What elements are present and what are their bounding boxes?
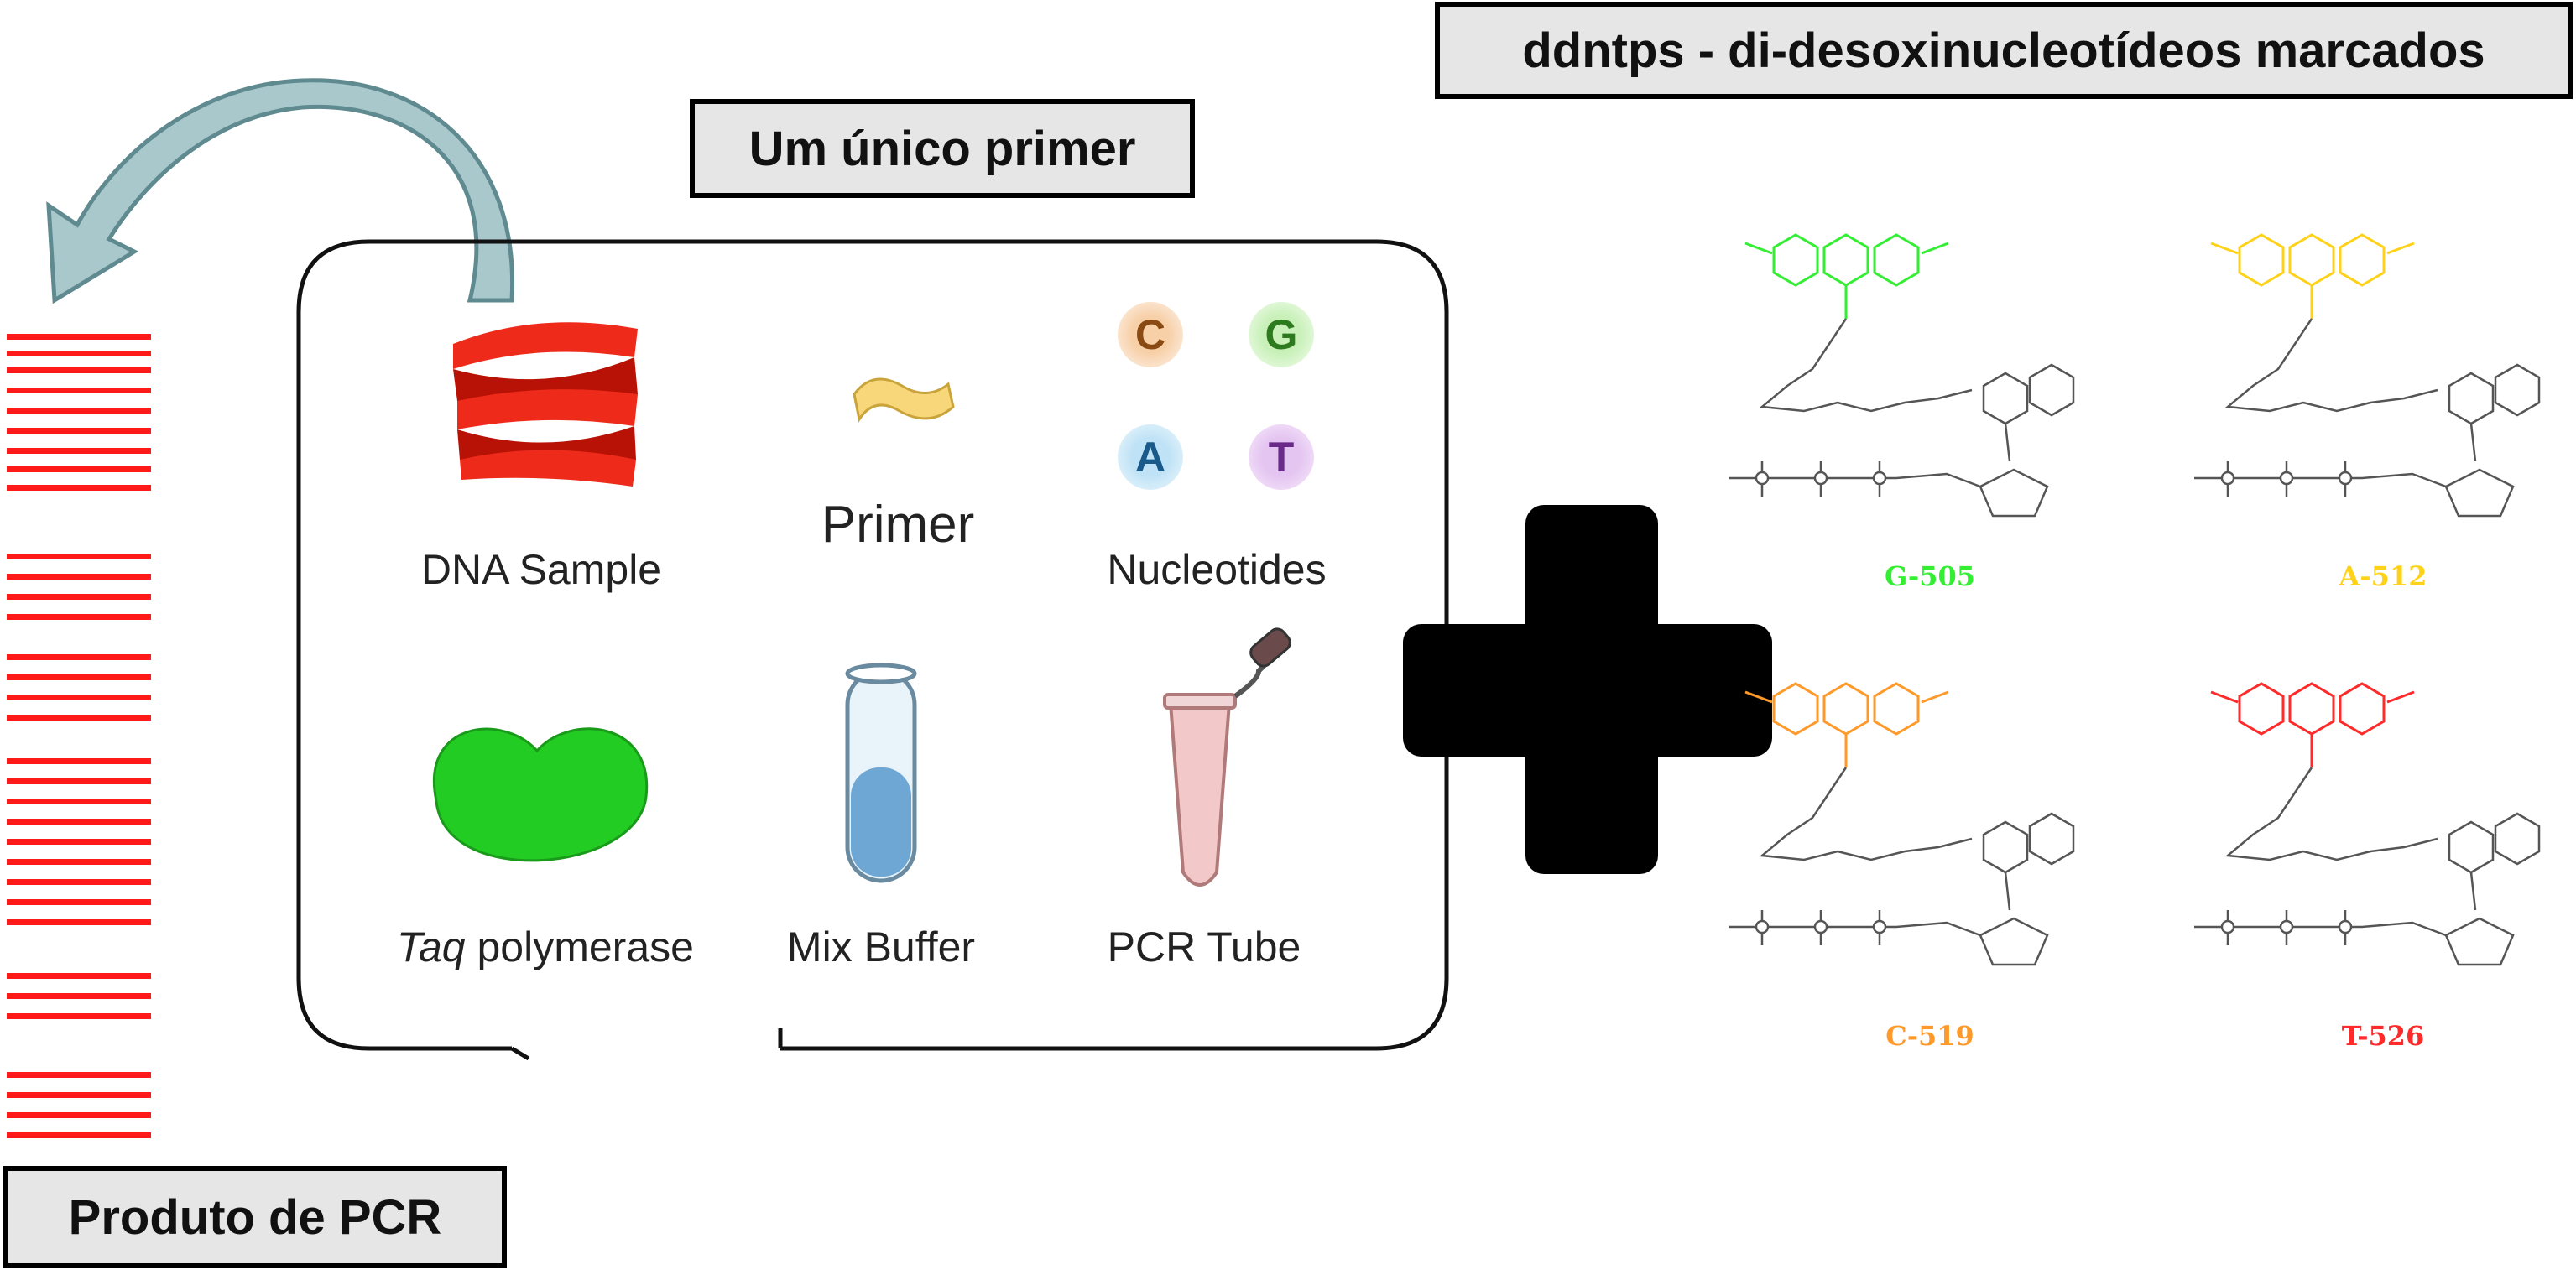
pcr-product-band [7, 778, 151, 784]
pcr-product-band [7, 1112, 151, 1118]
pcr-product-band [7, 367, 151, 373]
reaction-kit-panel [296, 239, 1449, 1061]
dna-sample-icon [453, 322, 638, 487]
pcr-product-band [7, 1132, 151, 1138]
nucleotide-t-letter: T [1268, 434, 1295, 481]
pcr-product-band [7, 919, 151, 925]
pcr-product-box: Produto de PCR [3, 1166, 507, 1268]
ddntp-structure-g-505 [1729, 233, 2075, 518]
primer-icon [853, 377, 955, 423]
pcr-product-band [7, 1013, 151, 1019]
ddntp-structure-t-526 [2194, 682, 2541, 966]
pcr-product-band [7, 408, 151, 414]
pcr-tube-label: PCR Tube [1107, 924, 1301, 970]
dna-sample-label: DNA Sample [420, 546, 662, 593]
pcr-product-band [7, 466, 151, 472]
ddntp-structures [1729, 233, 2541, 966]
nucleotide-c-icon: C [1118, 302, 1183, 367]
pcr-product-band [7, 1092, 151, 1098]
nucleotide-a-letter: A [1134, 434, 1166, 481]
plus-icon [1403, 505, 1772, 874]
pcr-product-band [7, 574, 151, 580]
taq-polymerase-label: Taq polymerase [369, 923, 722, 971]
pcr-product-band [7, 614, 151, 620]
ddntp-structure-c-519 [1729, 682, 2075, 966]
pcr-product-band [7, 428, 151, 434]
taq-rest: polymerase [465, 924, 694, 970]
pcr-product-band [7, 388, 151, 393]
mix-buffer-label: Mix Buffer [786, 924, 976, 970]
mix-buffer-tube-icon [845, 663, 917, 883]
title-box: ddntps - di-desoxinucleotídeos marcados [1435, 2, 2573, 99]
pcr-product-band [7, 899, 151, 905]
nucleotide-t-icon: T [1249, 424, 1314, 490]
nucleotide-c-letter: C [1134, 311, 1166, 358]
pcr-product-band [7, 594, 151, 600]
ddntp-label-a: A-512 [2339, 560, 2427, 592]
pcr-product-band [7, 485, 151, 491]
single-primer-box: Um único primer [690, 99, 1195, 198]
curved-arrow-icon [46, 78, 515, 304]
ddntp-label-c: C-519 [1885, 1020, 1974, 1052]
pcr-product-text: Produto de PCR [68, 1189, 442, 1245]
nucleotide-a-icon: A [1118, 424, 1183, 490]
single-primer-text: Um único primer [748, 121, 1136, 176]
pcr-product-band [7, 715, 151, 721]
pcr-product-band [7, 554, 151, 559]
ddntp-label-g: G-505 [1885, 560, 1975, 592]
pcr-product-band [7, 993, 151, 999]
pcr-product-band [7, 819, 151, 825]
pcr-product-band [7, 448, 151, 454]
taq-italic: Taq [397, 924, 466, 970]
pcr-product-band [7, 674, 151, 680]
pcr-product-band [7, 799, 151, 804]
pcr-product-band [7, 334, 151, 340]
nucleotide-g-letter: G [1265, 311, 1298, 358]
pcr-product-band [7, 859, 151, 865]
title-text: ddntps - di-desoxinucleotídeos marcados [1522, 23, 2485, 78]
pcr-product-band [7, 695, 151, 700]
nucleotides-label: Nucleotides [1107, 546, 1327, 593]
pcr-product-band [7, 839, 151, 845]
primer-label: Primer [821, 496, 975, 554]
pcr-product-band [7, 879, 151, 885]
ddntp-label-t: T-526 [2341, 1020, 2425, 1052]
nucleotide-g-icon: G [1249, 302, 1314, 367]
pcr-product-band [7, 1072, 151, 1078]
pcr-product-band [7, 973, 151, 979]
pcr-product-band [7, 758, 151, 764]
pcr-product-band [7, 654, 151, 660]
taq-polymerase-icon [433, 727, 649, 862]
pcr-tube-icon [1163, 627, 1291, 887]
pcr-product-band [7, 351, 151, 356]
ddntp-structure-a-512 [2194, 233, 2541, 518]
